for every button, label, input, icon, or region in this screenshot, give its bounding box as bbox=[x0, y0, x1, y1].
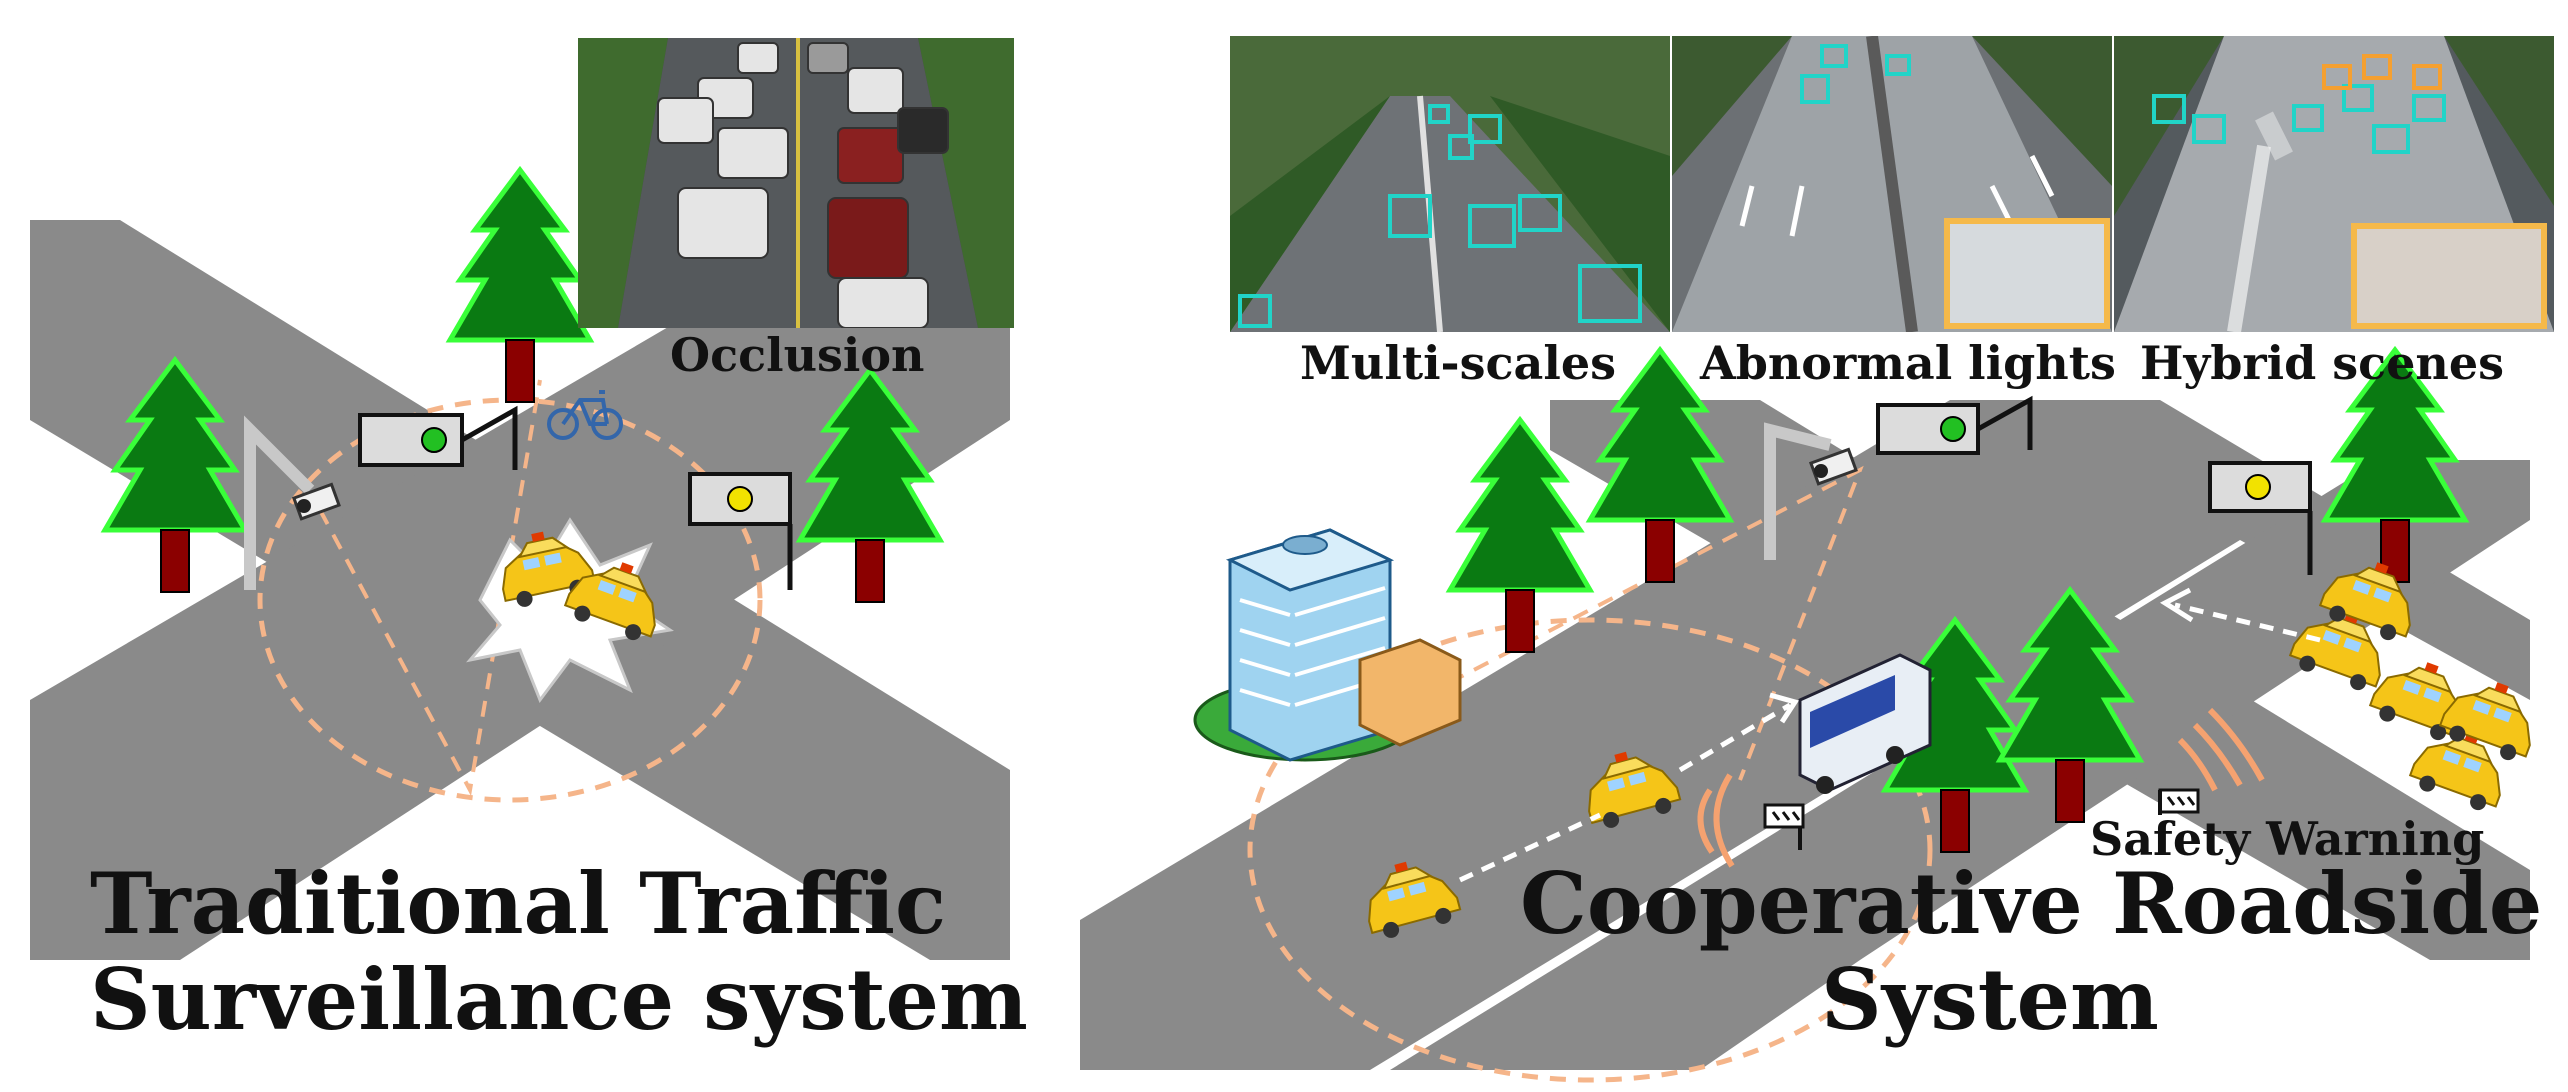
roadside-range-ellipse bbox=[1247, 617, 1933, 1083]
signal-wave-icon bbox=[1697, 707, 2265, 868]
traffic-light-icon bbox=[1876, 395, 2033, 455]
cooperative-title-line1: Cooperative Roadside bbox=[1520, 854, 2543, 953]
camera-view-lines bbox=[318, 379, 542, 797]
multi-scales-label: Multi-scales bbox=[1300, 336, 1617, 390]
abnormal-lights-label: Abnormal lights bbox=[1700, 336, 2116, 390]
roadside-view-lines bbox=[1299, 465, 1864, 781]
building-icon bbox=[1193, 528, 1462, 762]
hybrid-scenes-label: Hybrid scenes bbox=[2140, 336, 2505, 390]
traffic-light-icon bbox=[2208, 461, 2313, 575]
occlusion-label: Occlusion bbox=[670, 328, 925, 382]
traffic-light-icon bbox=[688, 472, 793, 590]
camera-pole bbox=[244, 415, 315, 590]
bicycle-icon bbox=[547, 390, 623, 440]
hybrid-scenes-photo bbox=[2114, 36, 2554, 332]
occlusion-photo bbox=[578, 38, 1014, 328]
traditional-title: Traditional Traffic Surveillance system bbox=[90, 854, 1028, 1049]
traditional-title-line1: Traditional Traffic bbox=[90, 854, 947, 953]
traditional-title-line2: Surveillance system bbox=[90, 950, 1028, 1049]
cooperative-title: Cooperative Roadside System bbox=[1520, 854, 2543, 1049]
multi-scales-photo bbox=[1230, 36, 1670, 332]
cooperative-title-line2: System bbox=[1821, 950, 2159, 1049]
safety-warning-label: Safety Warning bbox=[2090, 812, 2485, 866]
camera-range-ellipse bbox=[257, 397, 763, 803]
camera-pole bbox=[1764, 422, 1832, 560]
traffic-light-icon bbox=[358, 405, 518, 470]
abnormal-lights-photo bbox=[1672, 36, 2112, 332]
motion-arrow bbox=[1458, 602, 2321, 883]
tree-icon bbox=[450, 170, 590, 402]
bus-icon bbox=[1798, 653, 1932, 794]
roadside-unit-icon bbox=[2158, 788, 2200, 815]
roadside-unit-icon bbox=[1763, 803, 1805, 850]
arrow-head bbox=[1769, 587, 2194, 724]
